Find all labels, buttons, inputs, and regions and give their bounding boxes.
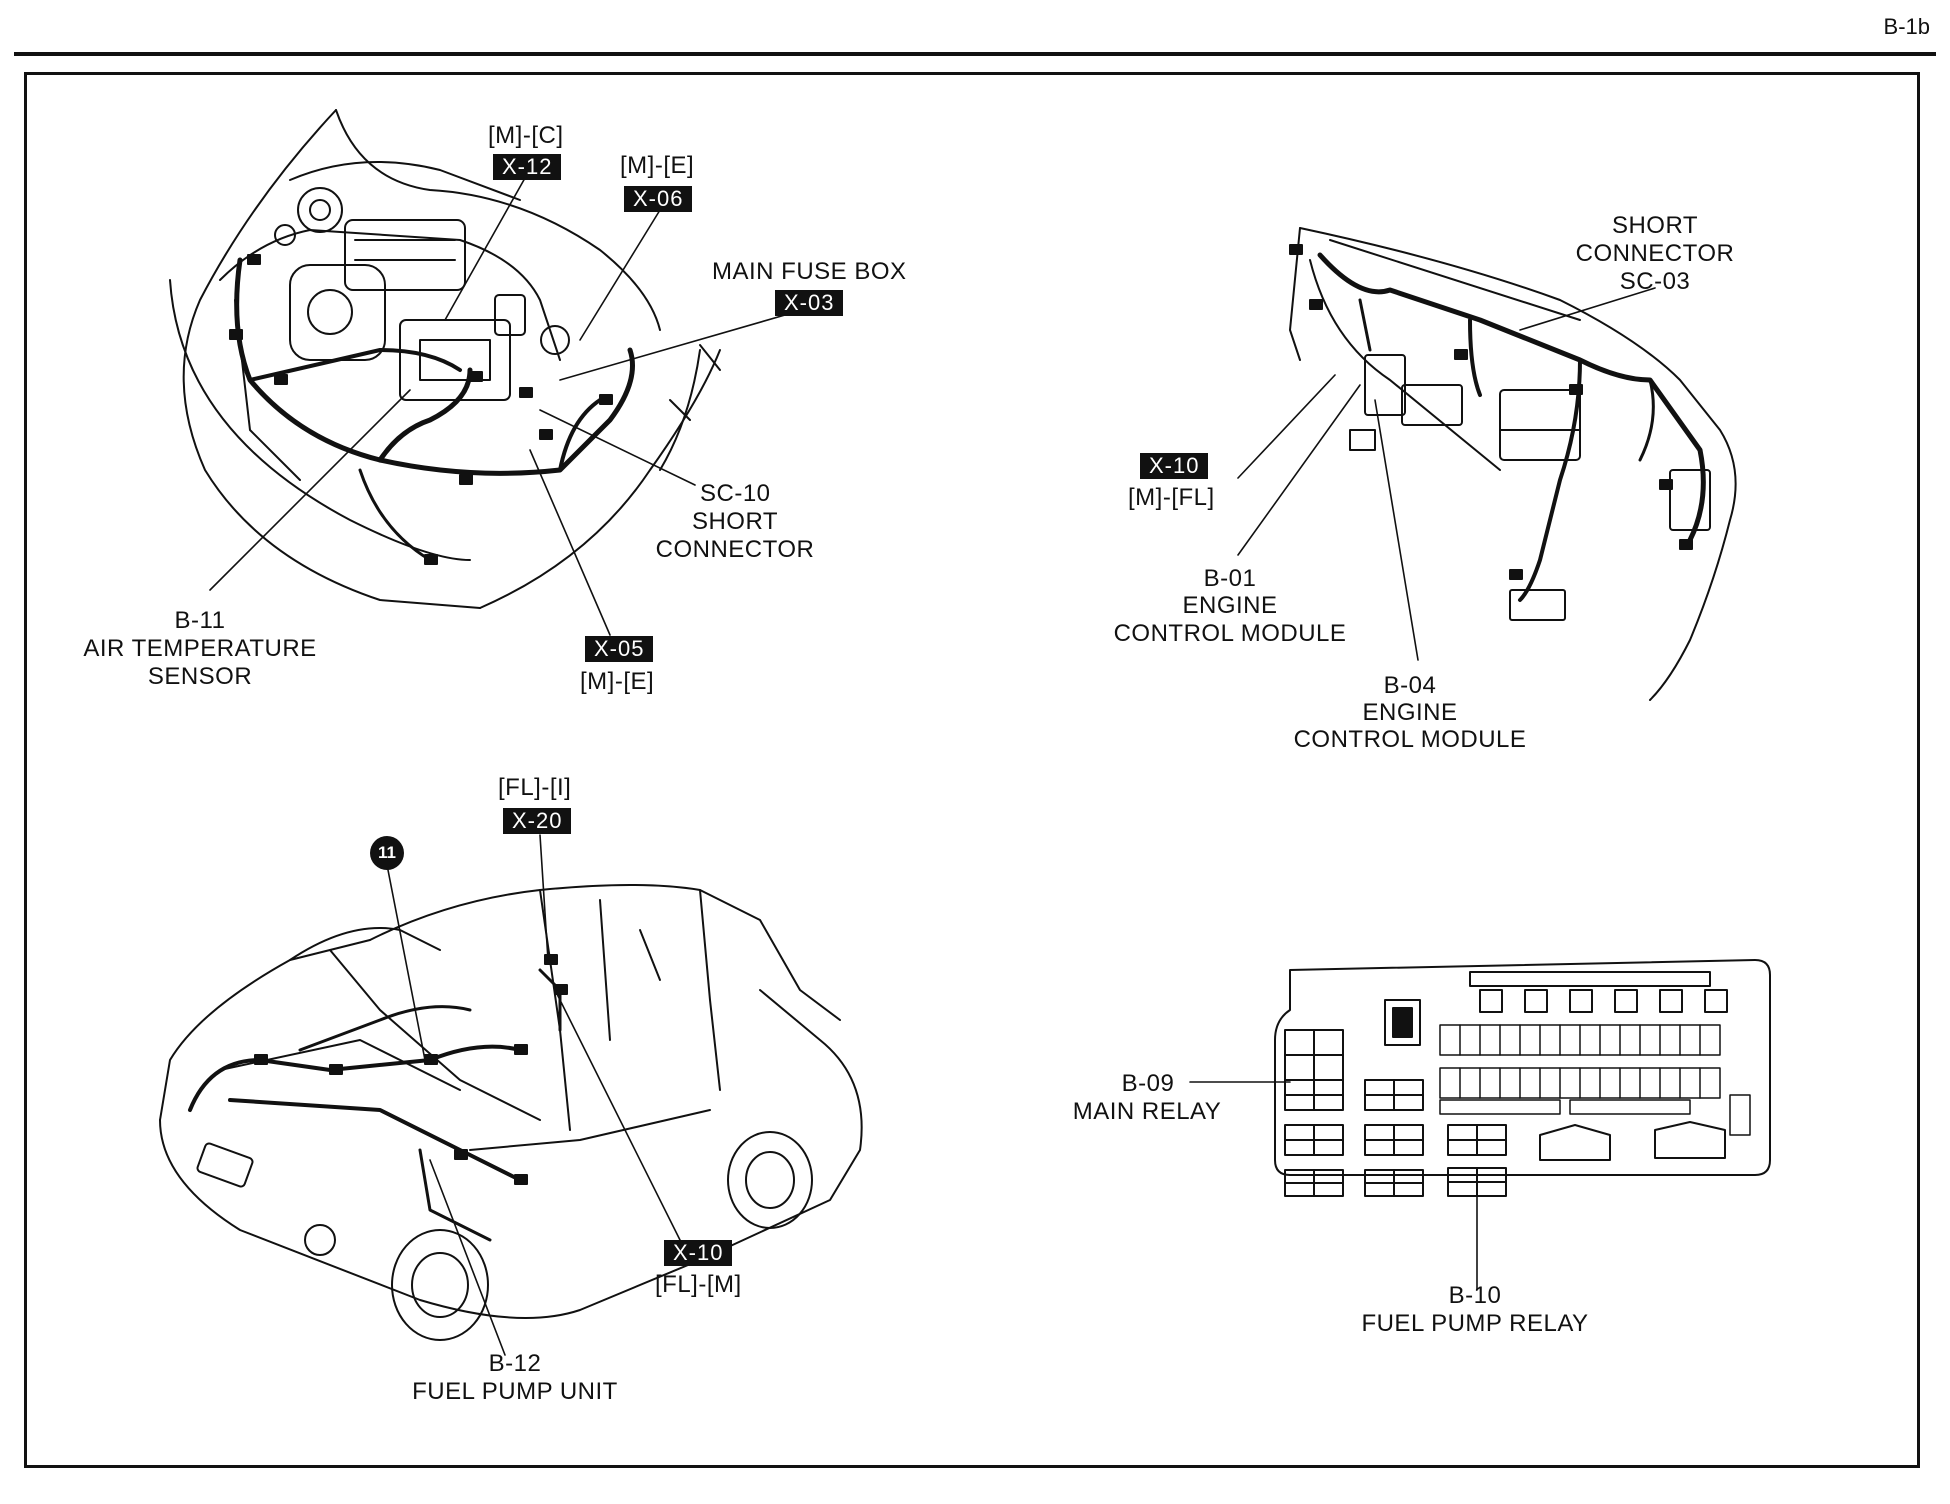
x10-dashboard-location-label: [M]-[FL] bbox=[1128, 484, 1215, 511]
x05-connector-tag: X-05 bbox=[585, 636, 654, 662]
b01-line-2: ENGINE bbox=[1182, 592, 1278, 619]
b11-line-3: SENSOR bbox=[147, 663, 253, 690]
x06-location-label: [M]-[E] bbox=[620, 152, 695, 179]
x03-connector-tag: X-03 bbox=[775, 290, 844, 316]
b04-line-3: CONTROL MODULE bbox=[1293, 726, 1527, 753]
sedan-body-drawing bbox=[159, 884, 863, 1341]
page-id: B-1b bbox=[1883, 14, 1930, 39]
sc03-code: SC-03 bbox=[1619, 268, 1691, 295]
x12-connector-tag: X-12 bbox=[493, 154, 562, 180]
engine-bay-drawing bbox=[169, 109, 721, 609]
b09-code: B-09 bbox=[1121, 1070, 1175, 1097]
dashboard-leaders bbox=[1237, 287, 1656, 661]
b12-line-2: FUEL PUMP UNIT bbox=[412, 1378, 618, 1405]
sc03-line-1: SHORT bbox=[1611, 212, 1699, 239]
b04-code: B-04 bbox=[1383, 672, 1437, 699]
rear-body-leaders bbox=[387, 834, 681, 1356]
b11-code: B-11 bbox=[174, 607, 226, 634]
x05-location-label: [M]-[E] bbox=[580, 668, 655, 695]
main-fuse-box-label: MAIN FUSE BOX bbox=[712, 258, 907, 285]
top-rule bbox=[14, 52, 1936, 56]
diagram-frame bbox=[24, 72, 1920, 1468]
b01-code: B-01 bbox=[1203, 565, 1257, 592]
sc03-line-2: CONNECTOR bbox=[1575, 240, 1735, 267]
relay-box-drawing bbox=[1274, 959, 1771, 1197]
dashboard-drawing bbox=[1289, 227, 1737, 701]
engine-bay-leaders bbox=[209, 177, 786, 636]
top-relay-row bbox=[1479, 989, 1728, 1013]
x10-rear-location-label: [FL]-[M] bbox=[655, 1271, 742, 1298]
b11-line-2: AIR TEMPERATURE bbox=[83, 635, 317, 662]
ground-point-11-icon: 11 bbox=[370, 836, 404, 870]
sc10-line-2: SHORT bbox=[691, 508, 779, 535]
x10-rear-connector-tag: X-10 bbox=[664, 1240, 733, 1266]
b01-line-3: CONTROL MODULE bbox=[1113, 620, 1347, 647]
x12-location-label: [M]-[C] bbox=[488, 122, 564, 149]
b12-code: B-12 bbox=[488, 1350, 542, 1377]
fuse-grid bbox=[1439, 1024, 1751, 1136]
relay-blocks bbox=[1284, 1029, 1726, 1197]
x20-location-label: [FL]-[I] bbox=[498, 774, 572, 801]
b10-code: B-10 bbox=[1448, 1282, 1502, 1309]
sc10-code: SC-10 bbox=[700, 480, 771, 507]
x20-connector-tag: X-20 bbox=[503, 808, 572, 834]
relay-box-leaders bbox=[1189, 1081, 1478, 1291]
sc10-line-3: CONNECTOR bbox=[655, 536, 815, 563]
x10-dashboard-connector-tag: X-10 bbox=[1140, 453, 1209, 479]
x06-connector-tag: X-06 bbox=[624, 186, 693, 212]
b04-line-2: ENGINE bbox=[1362, 699, 1458, 726]
b09-line-2: MAIN RELAY bbox=[1072, 1098, 1222, 1125]
b10-line-2: FUEL PUMP RELAY bbox=[1361, 1310, 1589, 1337]
